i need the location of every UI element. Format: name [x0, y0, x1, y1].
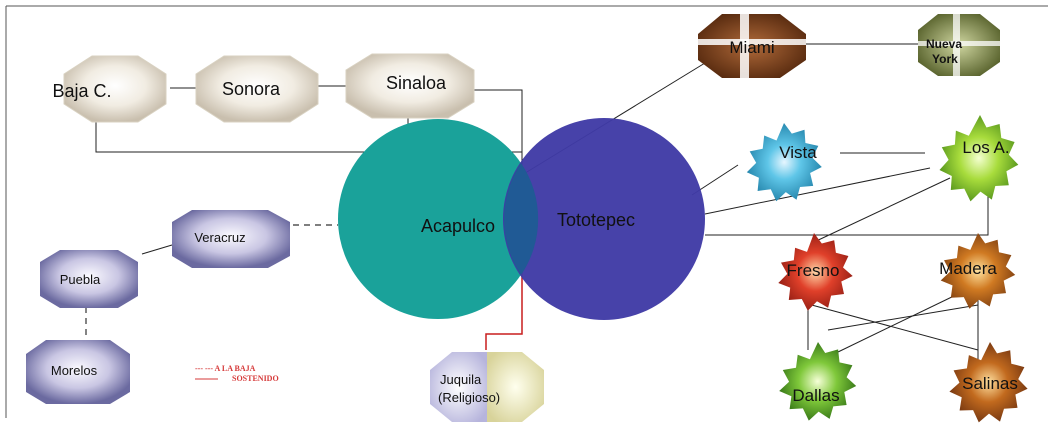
node-fresno: Fresno [778, 233, 853, 311]
nueva-york-label-line1: Nueva [926, 37, 962, 51]
node-madera: Madera [939, 233, 1016, 309]
legend-dashed-label: --- --- A LA BAJA [195, 364, 256, 373]
baja-c-label: Baja C. [52, 81, 111, 101]
acapulco-label: Acapulco [421, 216, 495, 236]
node-salinas: Salinas [949, 342, 1028, 423]
los-a-label: Los A. [962, 138, 1009, 157]
nueva-york-label-line2: York [932, 52, 958, 66]
dallas-label: Dallas [792, 386, 839, 405]
miami-label: Miami [729, 38, 774, 57]
node-juquila: Juquila (Religioso) [430, 352, 544, 422]
puebla-label: Puebla [60, 272, 101, 287]
node-morelos: Morelos [26, 340, 130, 404]
node-dallas: Dallas [779, 342, 857, 421]
node-nueva-york: Nueva York [918, 14, 1000, 76]
fresno-label: Fresno [787, 261, 840, 280]
dashed-connectors [85, 224, 338, 340]
madera-label: Madera [939, 259, 997, 278]
node-sinaloa: Sinaloa [345, 53, 475, 119]
juquila-label-line1: Juquila [440, 372, 482, 387]
tototepec-circle [503, 118, 705, 320]
morelos-label: Morelos [51, 363, 98, 378]
sonora-label: Sonora [222, 79, 281, 99]
node-miami: Miami [698, 14, 806, 78]
connector-lines [95, 43, 989, 360]
node-vista: Vista [746, 123, 822, 202]
frame-border [5, 5, 1048, 418]
sinaloa-label: Sinaloa [386, 73, 447, 93]
node-sonora: Sonora [195, 55, 319, 123]
circle-overlap [504, 163, 539, 275]
juquila-label-line2: (Religioso) [438, 390, 500, 405]
juquila-connector [485, 265, 523, 350]
veracruz-label: Veracruz [194, 230, 245, 245]
acapulco-circle [338, 119, 538, 319]
node-puebla: Puebla [40, 250, 138, 308]
node-baja-c: Baja C. [52, 55, 167, 123]
salinas-label: Salinas [962, 374, 1018, 393]
tototepec-label: Tototepec [557, 210, 635, 230]
legend: --- --- A LA BAJA SOSTENIDO [195, 364, 279, 383]
node-los-a: Los A. [939, 115, 1019, 202]
node-veracruz: Veracruz [172, 210, 290, 268]
vista-label: Vista [779, 143, 817, 162]
legend-solid-label: SOSTENIDO [232, 374, 279, 383]
